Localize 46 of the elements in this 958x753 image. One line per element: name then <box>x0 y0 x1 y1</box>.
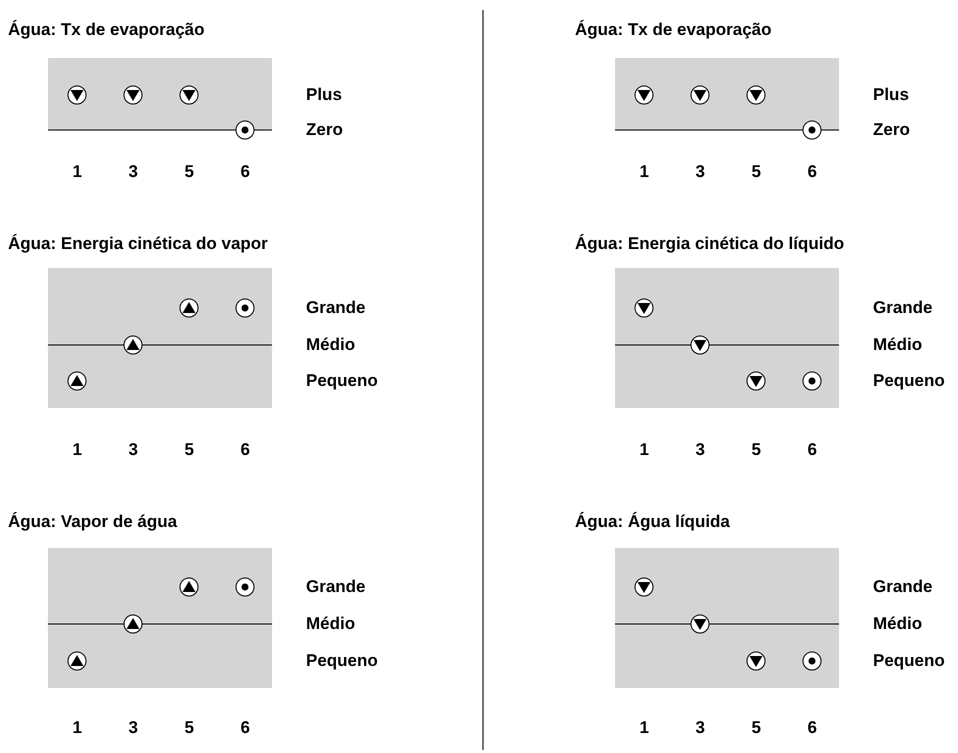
level-label: Grande <box>873 298 933 318</box>
level-label: Pequeno <box>873 651 945 671</box>
tick-label: 6 <box>808 440 817 460</box>
panel-title: Água: Tx de evaporação <box>575 20 772 40</box>
level-label: Médio <box>306 335 356 355</box>
panel-title: Água: Água líquida <box>575 512 730 532</box>
level-label: Pequeno <box>873 371 945 391</box>
level-label: Grande <box>873 577 933 597</box>
tick-label: 5 <box>752 162 761 182</box>
panel-title: Água: Energia cinética do vapor <box>8 234 268 254</box>
level-label: Médio <box>873 335 922 355</box>
tick-label: 5 <box>752 440 761 460</box>
tick-label: 5 <box>184 162 194 182</box>
tick-label: 6 <box>240 718 250 738</box>
level-label: Pequeno <box>306 651 378 671</box>
tick-label: 1 <box>72 162 82 182</box>
tick-label: 6 <box>240 162 250 182</box>
panel-title: Água: Energia cinética do líquido <box>575 234 844 254</box>
level-label: Plus <box>873 85 909 105</box>
level-label: Pequeno <box>306 371 378 391</box>
level-label: Plus <box>306 85 342 105</box>
tick-label: 1 <box>72 440 82 460</box>
tick-label: 3 <box>128 718 138 738</box>
tick-label: 1 <box>640 718 649 738</box>
tick-label: 6 <box>808 162 817 182</box>
tick-label: 5 <box>752 718 761 738</box>
tick-label: 5 <box>184 718 194 738</box>
tick-label: 3 <box>696 162 705 182</box>
tick-label: 1 <box>640 162 649 182</box>
tick-label: 1 <box>72 718 82 738</box>
tick-label: 3 <box>128 162 138 182</box>
level-label: Médio <box>306 614 356 634</box>
tick-label: 3 <box>128 440 138 460</box>
tick-label: 6 <box>240 440 250 460</box>
tick-label: 3 <box>696 440 705 460</box>
panel-title: Água: Tx de evaporação <box>8 20 205 40</box>
level-label: Zero <box>306 120 343 140</box>
level-label: Grande <box>306 577 366 597</box>
tick-label: 3 <box>696 718 705 738</box>
level-label: Zero <box>873 120 910 140</box>
level-label: Médio <box>873 614 922 634</box>
level-label: Grande <box>306 298 366 318</box>
tick-label: 1 <box>640 440 649 460</box>
panel-title: Água: Vapor de água <box>8 512 178 532</box>
tick-label: 5 <box>184 440 194 460</box>
tick-label: 6 <box>808 718 817 738</box>
